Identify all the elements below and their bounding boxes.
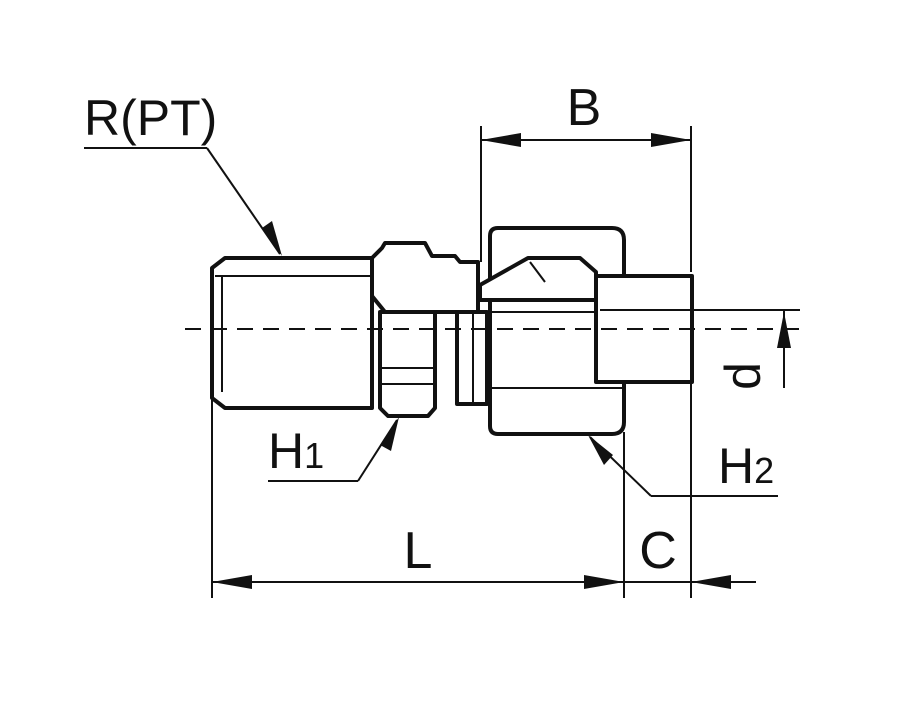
leader-h1: H1 [268,417,399,482]
male-thread [210,256,374,410]
label-d: d [715,362,771,390]
b-arrow-right [651,133,691,147]
label-b: B [567,79,602,137]
label-h2: H2 [718,438,774,494]
d-arrow [777,312,791,348]
l-arrow-left [212,575,252,589]
dimension-c: C [624,382,756,598]
dimension-d: d [600,309,800,390]
thread-neck [370,241,480,314]
body-hex [378,310,437,418]
label-h2-sub: 2 [754,450,774,491]
label-l: L [404,522,433,580]
dimension-b: B [480,79,692,272]
label-h1-main: H [268,423,304,479]
leader-thread: R(PT) [84,90,282,256]
label-c: C [639,522,677,580]
h2-arrow [588,435,613,465]
c-arrow [691,575,731,589]
dimension-l: L [211,400,625,598]
label-thread: R(PT) [84,90,217,146]
leader-h2: H2 [588,435,778,497]
l-arrow-right [584,575,624,589]
ferrule [478,256,598,302]
label-h2-main: H [718,438,754,494]
ferrule-edge [529,261,546,283]
b-arrow-left [481,133,521,147]
fitting-body [210,226,694,436]
label-h1-sub: 1 [304,435,324,476]
label-h1: H1 [268,423,324,479]
thread-arrow [262,221,282,256]
h1-arrow [380,417,399,451]
